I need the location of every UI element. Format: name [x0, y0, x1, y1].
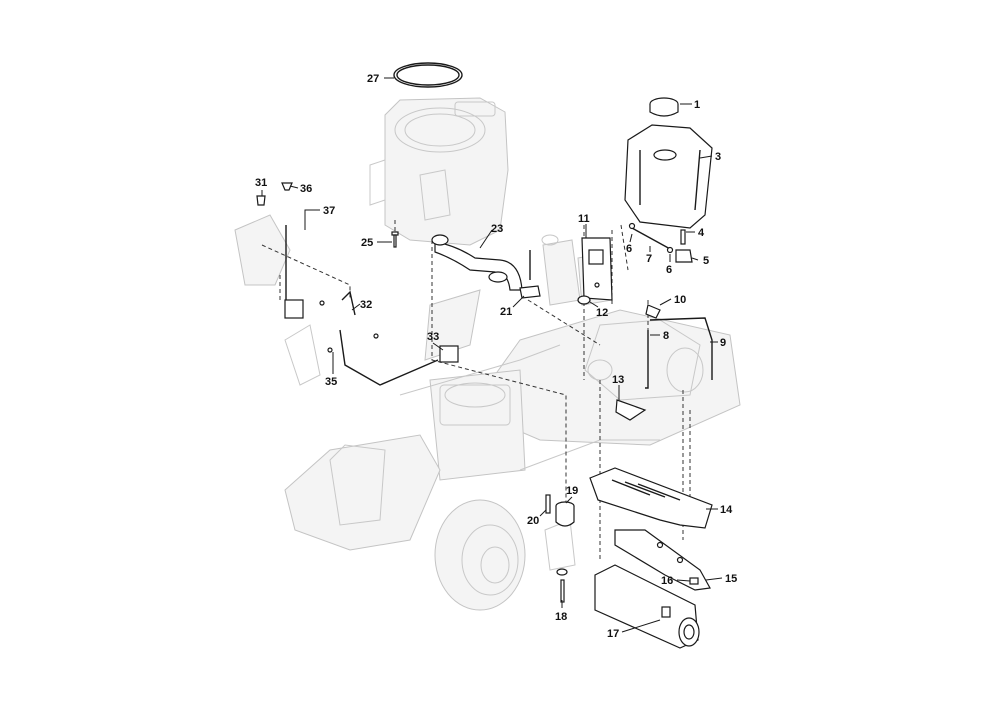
leader-lines [261, 77, 723, 633]
screw-part [327, 347, 333, 353]
callout-17: 17 [607, 628, 619, 640]
throttle-cable-part [339, 329, 439, 386]
callout-9: 9 [720, 337, 726, 349]
mounting-plate-part [581, 237, 613, 301]
bolt-part [391, 231, 399, 248]
callout-32: 32 [360, 299, 372, 311]
heat-shield-part [589, 467, 713, 529]
callout-10: 10 [674, 294, 686, 306]
fuel-cap-part [649, 97, 679, 117]
callout-12: 12 [596, 307, 608, 319]
callout-3: 3 [715, 151, 721, 163]
callout-14: 14 [720, 504, 733, 516]
stud-part [689, 577, 699, 585]
rod-part [645, 330, 649, 389]
exhaust-clamp-part [519, 285, 541, 299]
callout-33: 33 [427, 331, 439, 343]
screw-part [319, 300, 325, 306]
callout-13: 13 [612, 374, 624, 386]
callout-19: 19 [566, 485, 578, 497]
rubber-mount-part [555, 501, 575, 527]
fuel-tank-part [624, 124, 713, 229]
fuel-valve-part [675, 229, 693, 263]
heat-shield-small-part [615, 399, 647, 421]
callout-labels: 1 3 4 5 6 6 7 8 9 10 11 12 13 14 15 16 1… [255, 73, 737, 640]
fuel-line-part [631, 227, 673, 251]
knob-part [281, 182, 293, 191]
callout-27: 27 [367, 73, 379, 85]
callout-18: 18 [555, 611, 567, 623]
bar-part [649, 317, 713, 380]
callout-21: 21 [500, 306, 512, 318]
muffler-part [594, 564, 700, 649]
callout-7: 7 [646, 253, 652, 265]
decal-part-33 [439, 345, 459, 363]
bolt-part-18 [560, 579, 565, 603]
callout-6: 6 [626, 243, 632, 255]
nut-part [373, 333, 379, 339]
callout-25: 25 [361, 237, 373, 249]
callout-8: 8 [663, 330, 669, 342]
clamp-part [628, 222, 636, 230]
clip-part [645, 304, 661, 319]
knob-part [256, 195, 266, 206]
grommet-part [577, 295, 591, 305]
callout-31: 31 [255, 177, 267, 189]
callout-5: 5 [703, 255, 709, 267]
callout-11: 11 [578, 213, 590, 225]
callout-23: 23 [491, 223, 503, 235]
callout-16: 16 [661, 575, 673, 587]
decal-part [284, 299, 304, 319]
callout-4: 4 [698, 227, 705, 239]
callout-20: 20 [527, 515, 539, 527]
belt-ring-part [393, 62, 463, 88]
callout-36: 36 [300, 183, 312, 195]
callout-37: 37 [323, 205, 335, 217]
callout-6: 6 [666, 264, 672, 276]
callout-15: 15 [725, 573, 737, 585]
cable-bracket-part [341, 290, 356, 316]
clamp-part [666, 246, 674, 254]
pin-part [545, 494, 551, 514]
exhaust-elbow-part [431, 234, 531, 291]
muffler-bracket-part [614, 529, 711, 591]
callout-35: 35 [325, 376, 337, 388]
washer-part [556, 568, 568, 576]
callout-1: 1 [694, 99, 700, 111]
